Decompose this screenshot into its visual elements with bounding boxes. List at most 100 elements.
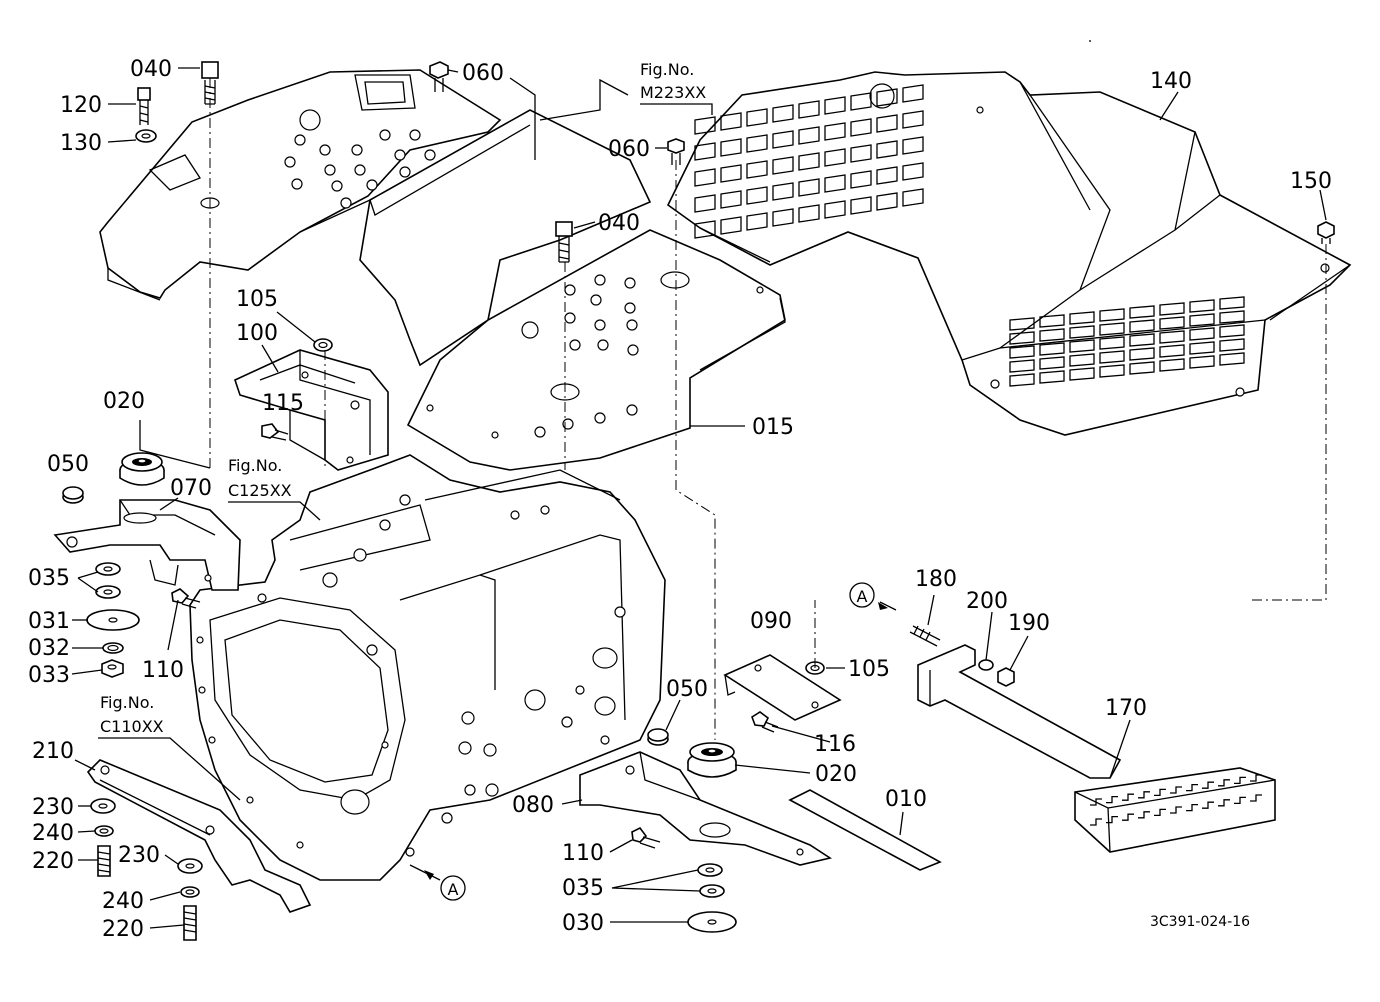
label-220-right: 220: [102, 917, 144, 942]
step-bracket-210[interactable]: [86, 759, 312, 913]
figure-reference-m223[interactable]: Fig.No. M223XX: [640, 60, 706, 102]
bolt-060-top[interactable]: [429, 61, 449, 92]
bracket-070[interactable]: [53, 499, 241, 591]
bolt-116[interactable]: [751, 711, 779, 733]
label-210: 210: [32, 739, 74, 764]
label-230-right: 230: [118, 843, 160, 868]
bolt-110-left[interactable]: [171, 588, 201, 609]
label-040-top: 040: [130, 57, 172, 82]
label-050-lower: 050: [666, 677, 708, 702]
label-035-left: 035: [28, 566, 70, 591]
washer-030[interactable]: [687, 911, 737, 933]
washer-032[interactable]: [102, 642, 124, 654]
stud-180[interactable]: [909, 625, 941, 647]
fig-ref-c110-title: Fig.No.: [100, 693, 154, 712]
bracket-100[interactable]: [234, 349, 389, 471]
label-050-upper: 050: [47, 452, 89, 477]
label-060-right: 060: [608, 137, 650, 162]
bolt-115[interactable]: [261, 423, 289, 441]
label-240-left: 240: [32, 821, 74, 846]
label-110-lower: 110: [562, 841, 604, 866]
bracket-090[interactable]: [723, 654, 842, 721]
bolt-120[interactable]: [137, 87, 151, 125]
washer-050-upper[interactable]: [62, 486, 84, 504]
rubber-mount-020-upper[interactable]: [119, 452, 165, 486]
fig-ref-m223-title: Fig.No.: [640, 60, 694, 79]
bolt-220-left[interactable]: [97, 845, 111, 877]
bolt-110-lower[interactable]: [631, 826, 661, 849]
figure-reference-c125[interactable]: Fig.No. C125XX: [228, 456, 292, 500]
washer-035-lower[interactable]: [697, 863, 725, 898]
label-070: 070: [170, 476, 212, 501]
washer-105-upper[interactable]: [313, 338, 333, 352]
washer-031[interactable]: [86, 609, 140, 631]
leader-lines: [71, 40, 1327, 929]
view-marker-a-bottom: A: [424, 870, 466, 901]
label-150: 150: [1290, 169, 1332, 194]
label-040-center: 040: [598, 211, 640, 236]
fig-ref-c110-code[interactable]: C110XX: [100, 717, 164, 736]
label-035-lower: 035: [562, 876, 604, 901]
nut-033[interactable]: [101, 659, 124, 678]
floor-panel-middle[interactable]: [299, 109, 652, 367]
plate-010[interactable]: [788, 789, 942, 871]
label-115: 115: [262, 391, 304, 416]
label-015: 015: [752, 415, 794, 440]
drawing-code: 3C391-024-16: [1150, 914, 1250, 930]
label-020-upper: 020: [103, 389, 145, 414]
view-marker-a-right: A: [849, 582, 888, 610]
label-060-top: 060: [462, 61, 504, 86]
label-140: 140: [1150, 69, 1192, 94]
label-020-lower: 020: [815, 762, 857, 787]
label-180: 180: [915, 567, 957, 592]
label-110-left: 110: [142, 658, 184, 683]
view-marker-a-bottom-label: A: [448, 880, 459, 899]
label-230-left: 230: [32, 795, 74, 820]
washer-230-left[interactable]: [90, 798, 116, 814]
label-032: 032: [28, 636, 70, 661]
label-220-left: 220: [32, 849, 74, 874]
floor-mat-140[interactable]: [666, 71, 1352, 436]
rubber-mount-020-lower[interactable]: [687, 742, 737, 778]
bolt-040-center[interactable]: [555, 221, 573, 263]
bolt-040-left[interactable]: [201, 61, 219, 105]
bolt-220-right[interactable]: [183, 905, 197, 941]
label-240-right: 240: [102, 889, 144, 914]
floor-panel-015[interactable]: [406, 229, 786, 471]
view-marker-a-right-label: A: [857, 587, 868, 606]
bolt-060-right[interactable]: [667, 138, 685, 165]
label-116: 116: [814, 732, 856, 757]
label-031: 031: [28, 609, 70, 634]
label-105-upper: 105: [236, 287, 278, 312]
lockwasher-240-left[interactable]: [94, 825, 114, 837]
label-105-lower: 105: [848, 657, 890, 682]
label-080: 080: [512, 793, 554, 818]
label-120: 120: [60, 93, 102, 118]
label-033: 033: [28, 663, 70, 688]
fig-ref-c125-title: Fig.No.: [228, 456, 282, 475]
washer-035-left[interactable]: [95, 562, 121, 599]
label-200: 200: [966, 589, 1008, 614]
step-170[interactable]: [917, 644, 1276, 853]
nut-130[interactable]: [135, 129, 157, 143]
nut-190[interactable]: [997, 667, 1015, 687]
left-cover-plate[interactable]: [99, 69, 502, 301]
fig-ref-c125-code[interactable]: C125XX: [228, 481, 292, 500]
washer-230-right[interactable]: [177, 858, 203, 874]
washer-200[interactable]: [978, 659, 994, 671]
label-100: 100: [236, 321, 278, 346]
bolt-150[interactable]: [1317, 221, 1335, 244]
fig-ref-m223-code[interactable]: M223XX: [640, 83, 706, 102]
label-030: 030: [562, 911, 604, 936]
figure-reference-c110[interactable]: Fig.No. C110XX: [100, 693, 164, 736]
washer-050-lower[interactable]: [647, 728, 669, 746]
lockwasher-240-right[interactable]: [180, 886, 200, 898]
label-010: 010: [885, 787, 927, 812]
bracket-080[interactable]: [579, 751, 833, 866]
label-190: 190: [1008, 611, 1050, 636]
label-090: 090: [750, 609, 792, 634]
label-130: 130: [60, 131, 102, 156]
transmission-housing: [189, 454, 666, 881]
part-labels: 040 120 130 060 060 040 140 150 105 100 …: [28, 57, 1332, 942]
